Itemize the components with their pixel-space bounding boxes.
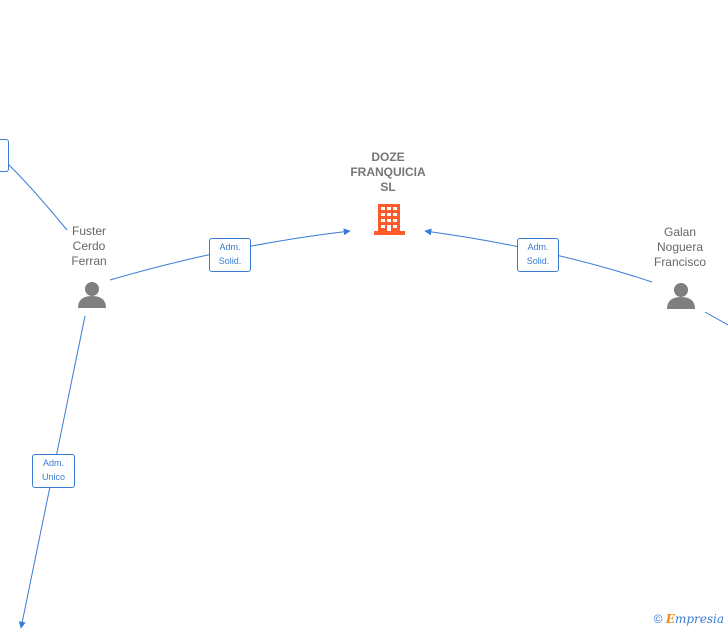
edge-label-offscreen[interactable] (0, 139, 9, 172)
edge-line-right-offscreen (704, 311, 728, 326)
person-name-left[interactable]: Fuster Cerdo Ferran (71, 224, 107, 268)
person-icon[interactable] (78, 282, 106, 308)
building-icon[interactable] (374, 204, 405, 235)
copyright-symbol: © (653, 612, 663, 626)
edge-label-right-to-company[interactable]: Adm. Solid. (517, 238, 559, 272)
person-icon[interactable] (667, 283, 695, 309)
edge-label-left-to-company[interactable]: Adm. Solid. (209, 238, 251, 272)
brand-logo: Empresia (665, 612, 724, 626)
company-name[interactable]: DOZE FRANQUICIA SL (350, 150, 426, 194)
edge-line-left-up (3, 159, 68, 231)
edge-label-left-down[interactable]: Adm. Unico (32, 454, 75, 488)
person-name-right[interactable]: Galan Noguera Francisco (653, 225, 706, 269)
watermark: © Empresia (654, 612, 724, 626)
